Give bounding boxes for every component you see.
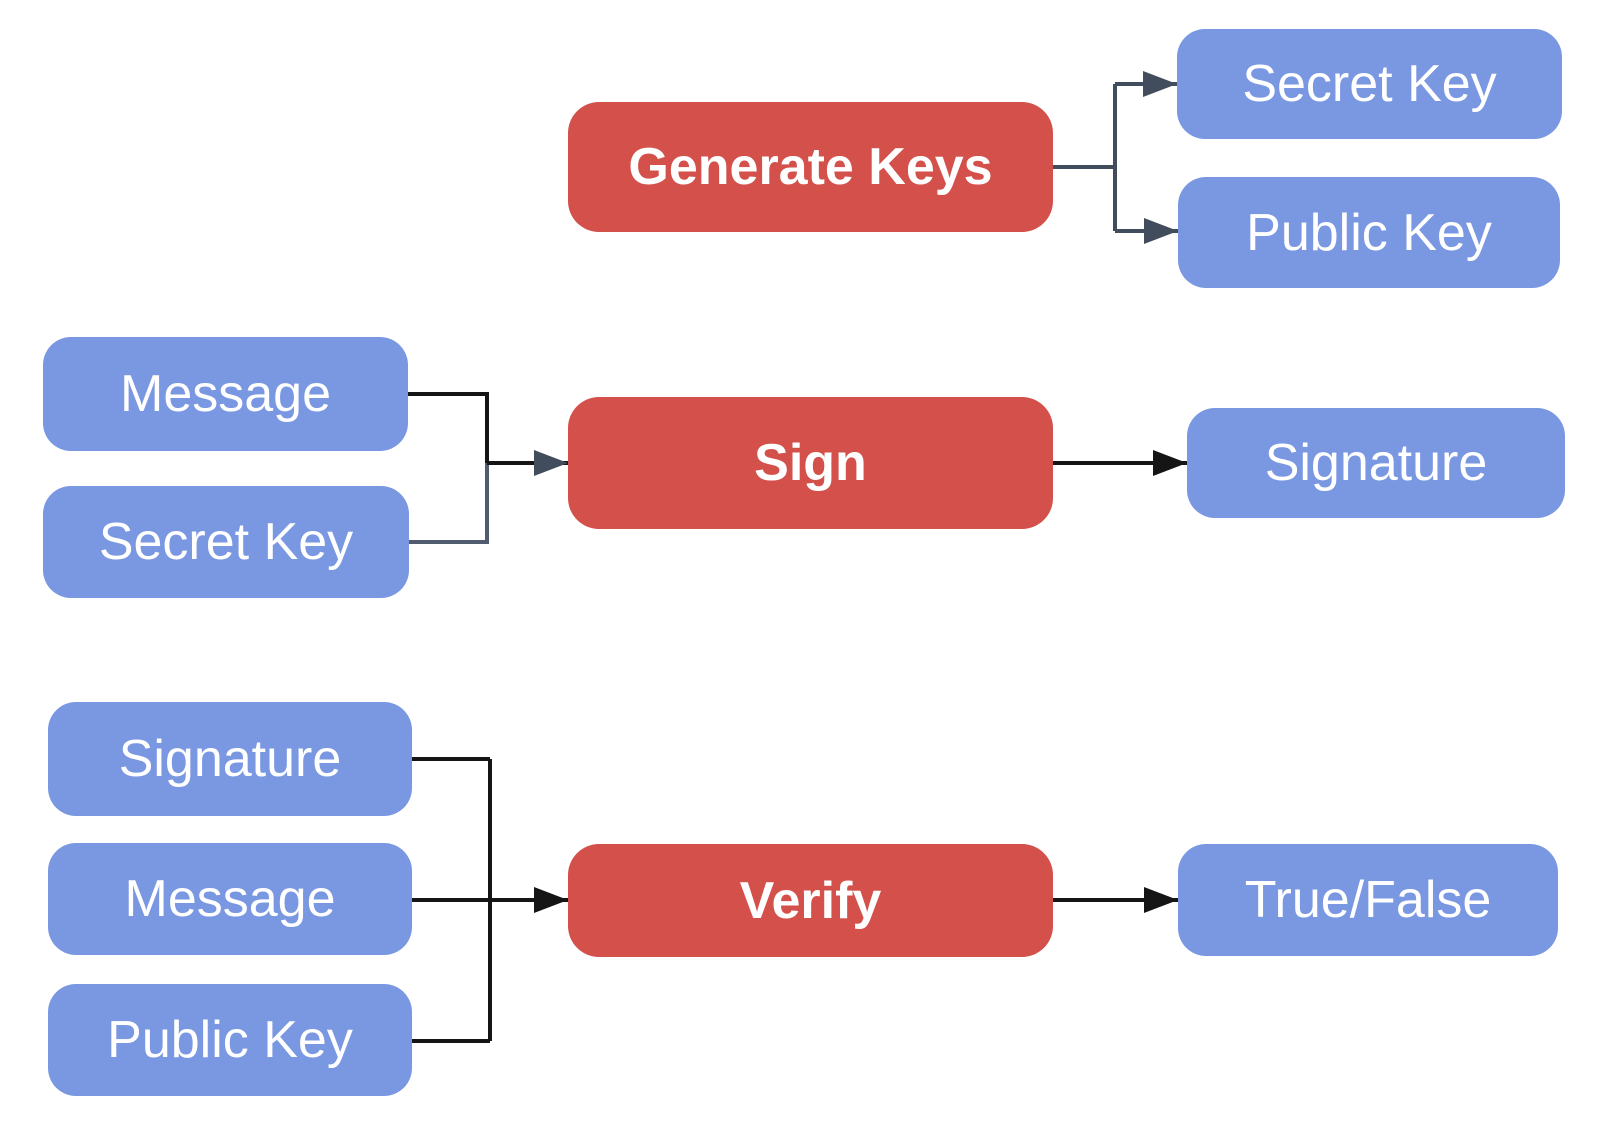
node-message-verify-input: Message	[48, 843, 412, 955]
node-secret-key-output: Secret Key	[1177, 29, 1562, 139]
edge-secret-key-to-sign	[408, 463, 489, 544]
node-secret-key-sign-input: Secret Key	[43, 486, 409, 598]
node-verify: Verify	[568, 844, 1053, 957]
node-signature-verify-input: Signature	[48, 702, 412, 816]
node-signature-output: Signature	[1187, 408, 1565, 518]
edge-message-to-sign	[408, 392, 489, 463]
node-true-false-output: True/False	[1178, 844, 1558, 956]
node-public-key-output: Public Key	[1178, 177, 1560, 288]
node-message-sign-input: Message	[43, 337, 408, 451]
node-generate-keys: Generate Keys	[568, 102, 1053, 232]
node-sign: Sign	[568, 397, 1053, 529]
node-public-key-verify-input: Public Key	[48, 984, 412, 1096]
